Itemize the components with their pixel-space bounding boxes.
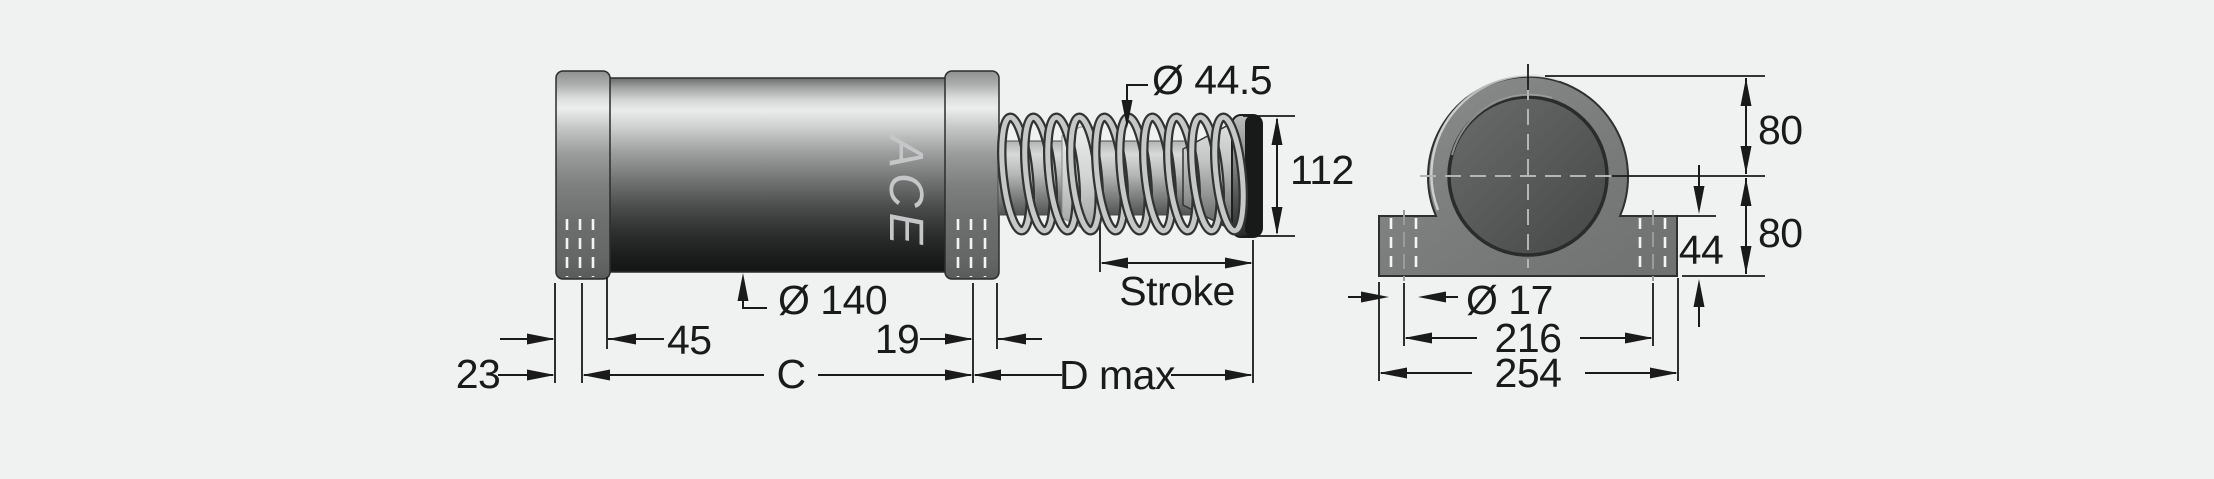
dim-label-d-max: D max (1059, 352, 1176, 398)
dim-label-44: 44 (1679, 227, 1724, 273)
right-flange (944, 70, 1000, 280)
dimension-dia-140: Ø 140 (737, 273, 888, 323)
dim-label-45: 45 (667, 317, 712, 363)
cylinder-body (607, 77, 948, 273)
dimension-80-upper: 80 (1740, 78, 1803, 174)
dim-label-dia-17: Ø 17 (1466, 277, 1553, 323)
dim-label-216: 216 (1495, 315, 1562, 361)
dimension-d-max: D max (973, 352, 1253, 398)
dimension-254: 254 (1379, 350, 1678, 396)
head-highlight (1430, 74, 1561, 211)
dim-label-dia-44-5: Ø 44.5 (1152, 57, 1272, 103)
side-view: ACE (456, 57, 1355, 398)
dimension-dia-17: Ø 17 (1348, 277, 1553, 323)
dimension-45: 45 (500, 317, 712, 363)
dimension-19: 19 (875, 316, 1042, 362)
dimension-216: 216 (1404, 315, 1653, 361)
dimension-stroke: Stroke (1100, 257, 1253, 314)
striker-end-cap (1245, 115, 1262, 237)
bolt-hole-right (1638, 210, 1667, 281)
front-view-dimensions: 80 80 44 Ø 17 216 (1348, 75, 1803, 396)
dim-label-19: 19 (875, 316, 920, 362)
dim-label-254: 254 (1495, 350, 1562, 396)
dim-label-c: C (776, 351, 805, 397)
side-view-dimensions: 45 19 23 C D max (456, 57, 1355, 398)
dimension-44: 44 (1679, 165, 1724, 327)
front-view: 80 80 44 Ø 17 216 (1348, 64, 1803, 396)
dim-label-112: 112 (1290, 147, 1354, 193)
dimension-80-lower: 80 (1740, 178, 1803, 274)
bore-chamfer-highlight (1451, 93, 1553, 156)
dim-label-stroke: Stroke (1119, 268, 1235, 314)
dimension-dia-44-5: Ø 44.5 (1121, 57, 1273, 128)
dimension-23: 23 (456, 351, 555, 397)
dim-label-23: 23 (456, 351, 501, 397)
spring (997, 112, 1248, 236)
ace-logo: ACE (879, 133, 932, 250)
dimension-112: 112 (1271, 117, 1354, 235)
dim-label-80-upper: 80 (1758, 107, 1803, 153)
dim-label-80-lower: 80 (1758, 210, 1803, 256)
bolt-hole-left (1389, 210, 1418, 281)
left-flange (555, 70, 611, 280)
dimension-c: C (582, 351, 973, 397)
dim-label-dia-140: Ø 140 (778, 277, 887, 323)
